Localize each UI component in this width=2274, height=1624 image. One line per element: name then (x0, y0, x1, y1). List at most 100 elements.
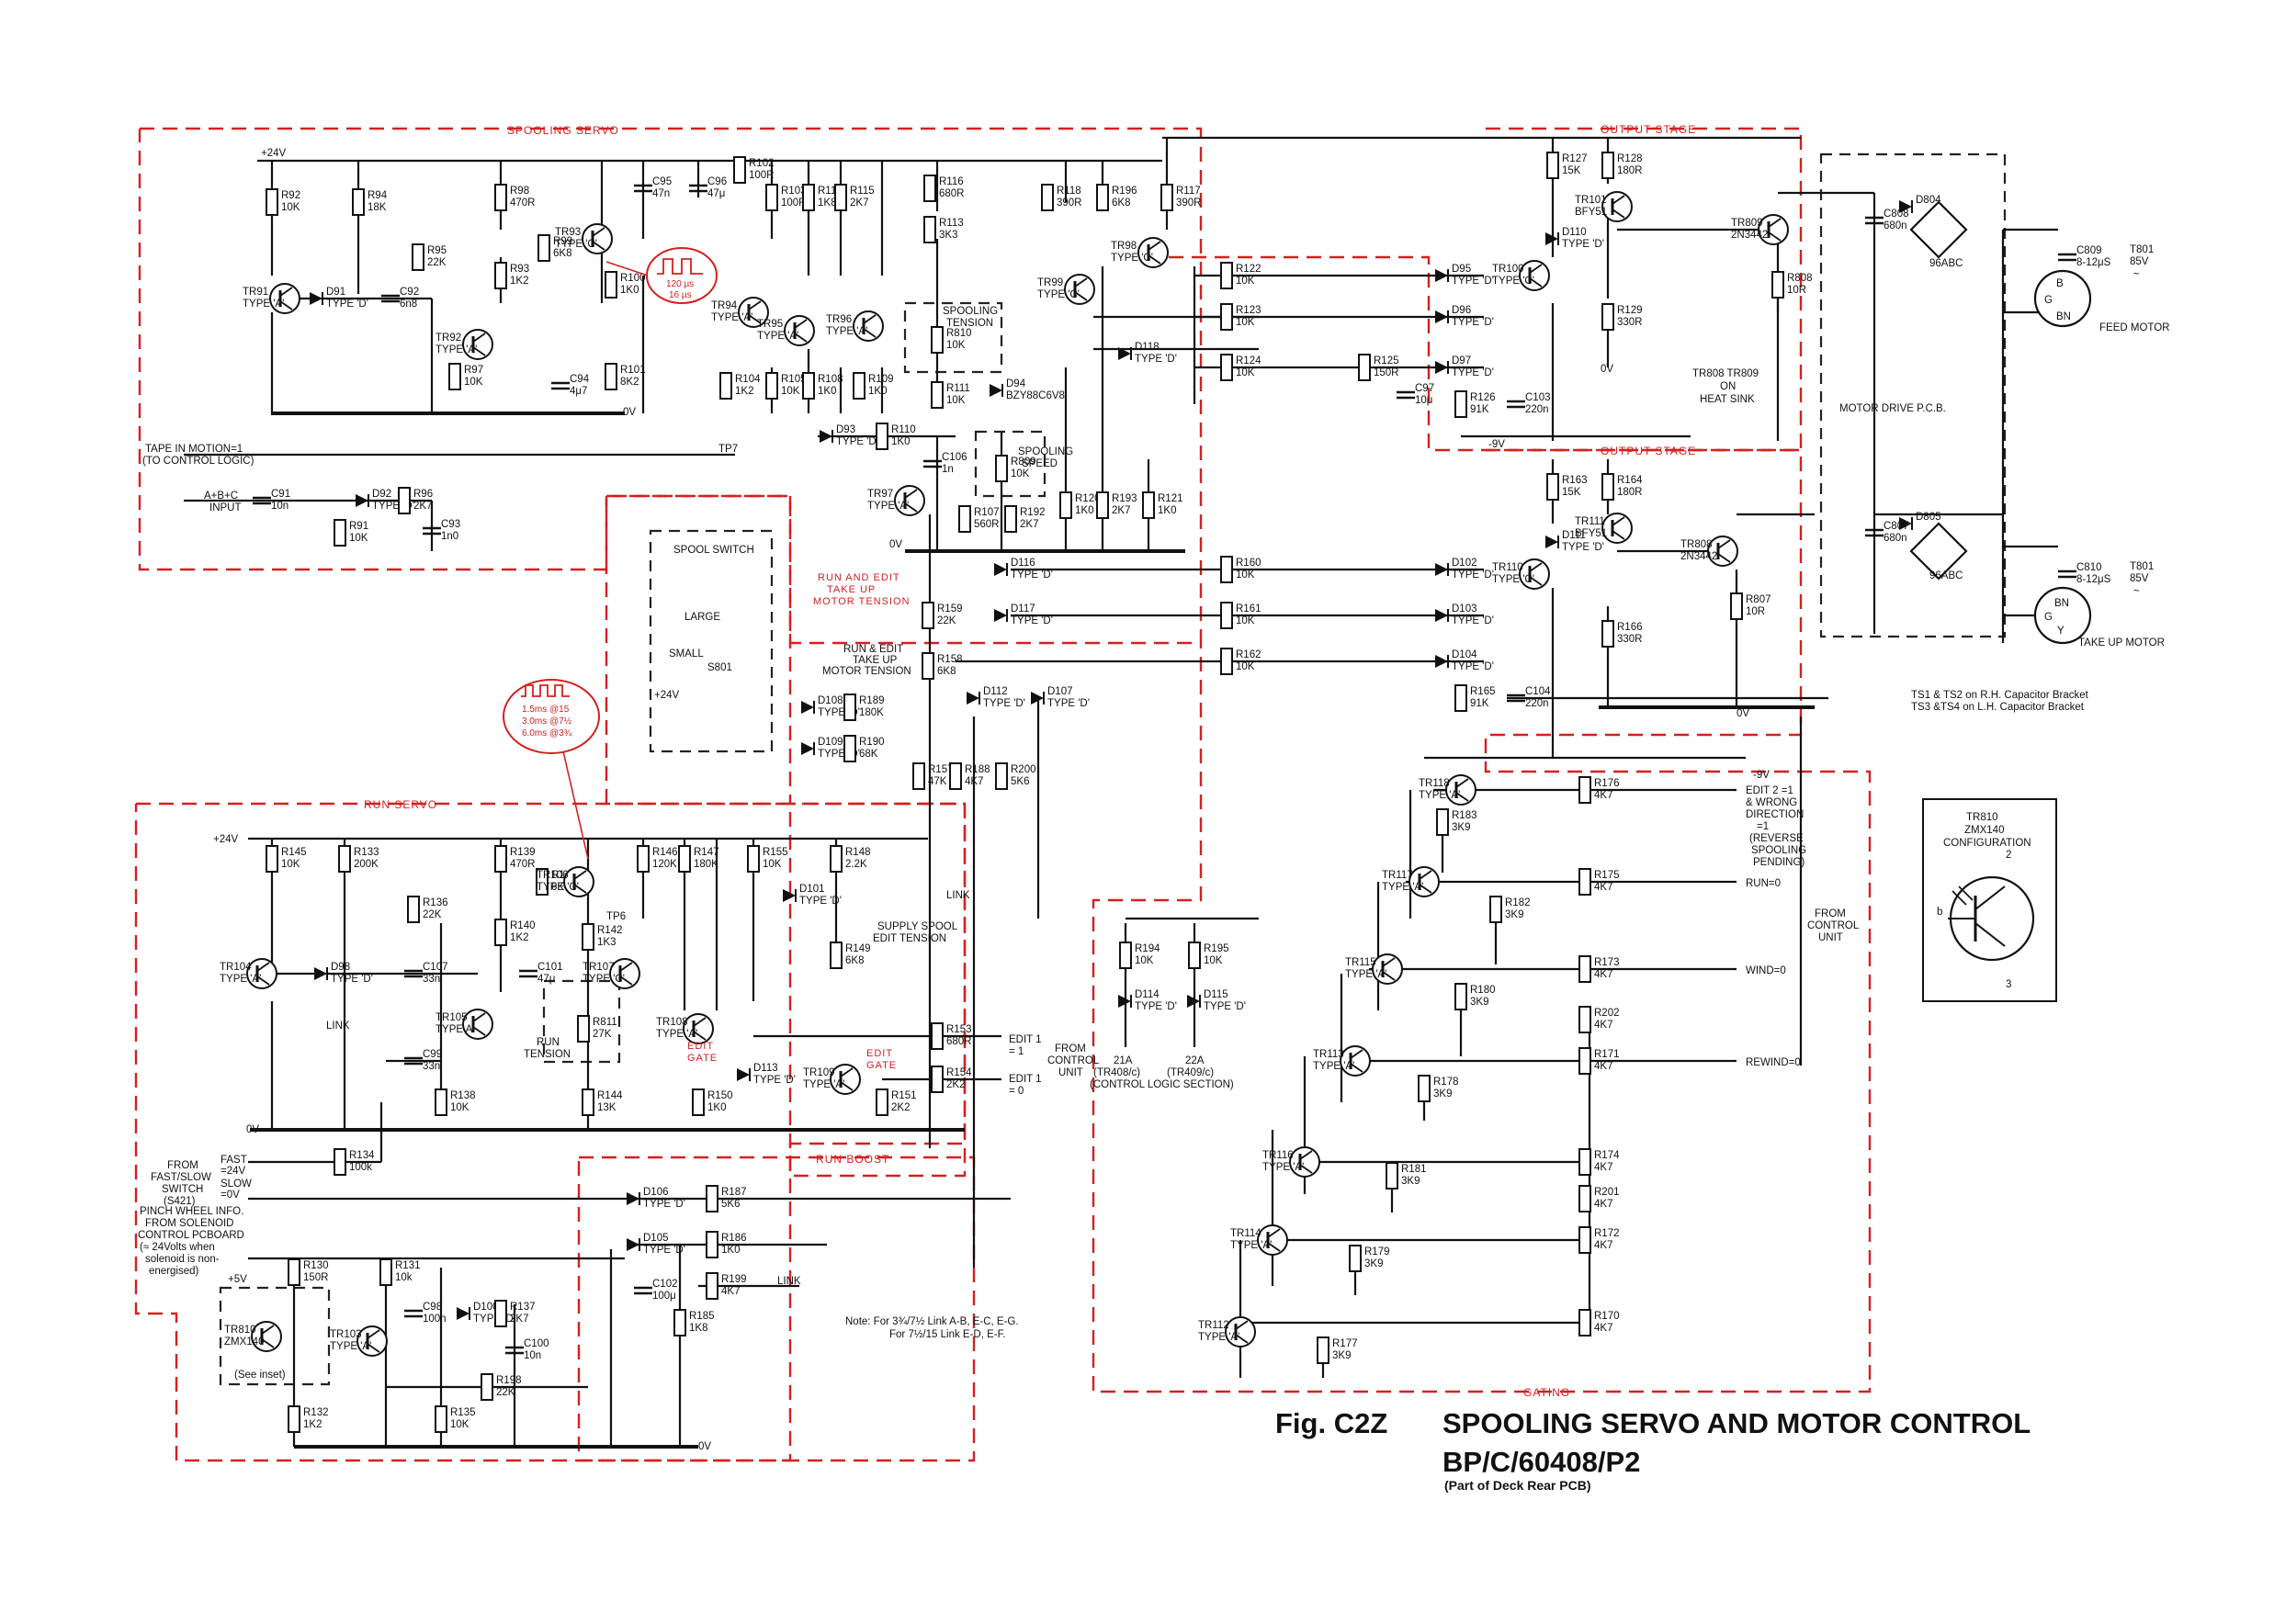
component-value: TYPE 'A' (1198, 1332, 1239, 1343)
component-value: 4K7 (1594, 790, 1612, 801)
component-ref: R809 (1011, 457, 1036, 468)
component-ref: R189 (859, 695, 885, 706)
box-run-boost (577, 1156, 976, 1462)
component-value: 3K3 (939, 230, 957, 241)
component-ref: TR810 (224, 1325, 256, 1336)
page-subtitle: (Part of Deck Rear PCB) (1444, 1478, 1591, 1493)
component-ref: D805 (1916, 512, 1941, 523)
small-label: SMALL (669, 648, 704, 660)
component-ref: R105 (781, 374, 807, 385)
component-ref: R158 (937, 654, 963, 665)
component-value: TYPE 'A' (656, 1029, 697, 1040)
tr810-inset-1: TR810 (1966, 812, 1998, 823)
component-value: 150R (303, 1272, 329, 1283)
component-ref: R810 (946, 328, 972, 339)
from-control-a-3: UNIT (1058, 1067, 1083, 1078)
re-tension-1: RUN & EDIT (843, 644, 903, 655)
component-ref: D92 (372, 489, 391, 500)
component-value: TYPE 'A' (1230, 1240, 1272, 1251)
component-value: 10K (1236, 615, 1255, 626)
component-value: TYPE 'D' (1135, 1001, 1177, 1012)
run-tension-1: RUN (537, 1037, 560, 1048)
component-value: 10K (450, 1102, 470, 1113)
component-ref: R180 (1470, 985, 1496, 996)
supply-spool-1: SUPPLY SPOOL (877, 921, 958, 932)
component-value: TYPE 'D' (836, 436, 878, 447)
t801b-1: T801 (2130, 561, 2154, 572)
component-value: TYPE 'A' (826, 326, 867, 337)
component-value: 6K8 (553, 248, 571, 259)
component-ref: R121 (1158, 493, 1183, 504)
component-value: TYPE 'A' (711, 312, 752, 323)
component-ref: TR108 (656, 1017, 688, 1028)
component-value: 680R (939, 188, 965, 199)
component-ref: R807 (1746, 594, 1771, 605)
component-value: 1K8 (818, 197, 836, 209)
component-ref: C91 (271, 489, 290, 500)
note-2: For 7½/15 Link E-D, E-F. (889, 1329, 1006, 1340)
component-value: 10K (1236, 661, 1255, 672)
component-value: 3K9 (1364, 1258, 1383, 1269)
component-value: 200K (354, 859, 379, 870)
component-value: TYPE 'A' (243, 299, 284, 310)
component-value: 2K2 (946, 1079, 965, 1090)
component-value: 10n (271, 501, 288, 512)
edit2-2: & WRONG (1746, 797, 1797, 808)
components-layer: R9210KR9418KR98470RR996K8R931K2R9522KC92… (220, 152, 2111, 1433)
component-value: 22K (937, 615, 956, 626)
waveform-run: 1.5ms @15 3.0ms @7½ 6.0ms @3¾ (503, 679, 600, 860)
component-value: 3K9 (1433, 1088, 1452, 1100)
component-value: 10R (1787, 285, 1806, 296)
component-value: TYPE 'D' (799, 896, 842, 907)
component-value: 2K2 (891, 1102, 910, 1113)
component-ref: R182 (1505, 897, 1531, 908)
component-value: 1K2 (510, 276, 528, 287)
component-value: TYPE 'A' (1419, 790, 1460, 801)
component-value: 180R (1617, 165, 1643, 176)
from-control-a-2: CONTROL (1047, 1055, 1100, 1066)
component-value: TYPE 'D' (1452, 570, 1494, 581)
spool-speed-2: SPEED (1022, 458, 1058, 469)
component-ref: R142 (597, 925, 623, 936)
component-value: TYPE 'D' (983, 698, 1025, 709)
rail-24v-label: +24V (261, 148, 287, 159)
section-run-boost: RUN BOOST (816, 1153, 889, 1166)
section-spooling-servo: SPOOLING SERVO (507, 124, 619, 137)
fast-slow-2: FAST/SLOW (151, 1172, 211, 1183)
component-ref: TR110 (1492, 562, 1523, 573)
feed-motor-label: FEED MOTOR (2099, 322, 2169, 333)
component-ref: D107 (1047, 686, 1073, 697)
component-value: TYPE 'D' (1562, 239, 1604, 250)
link-a: LINK (946, 890, 970, 901)
component-ref: TR114 (1230, 1228, 1261, 1239)
component-ref: R124 (1236, 355, 1261, 367)
